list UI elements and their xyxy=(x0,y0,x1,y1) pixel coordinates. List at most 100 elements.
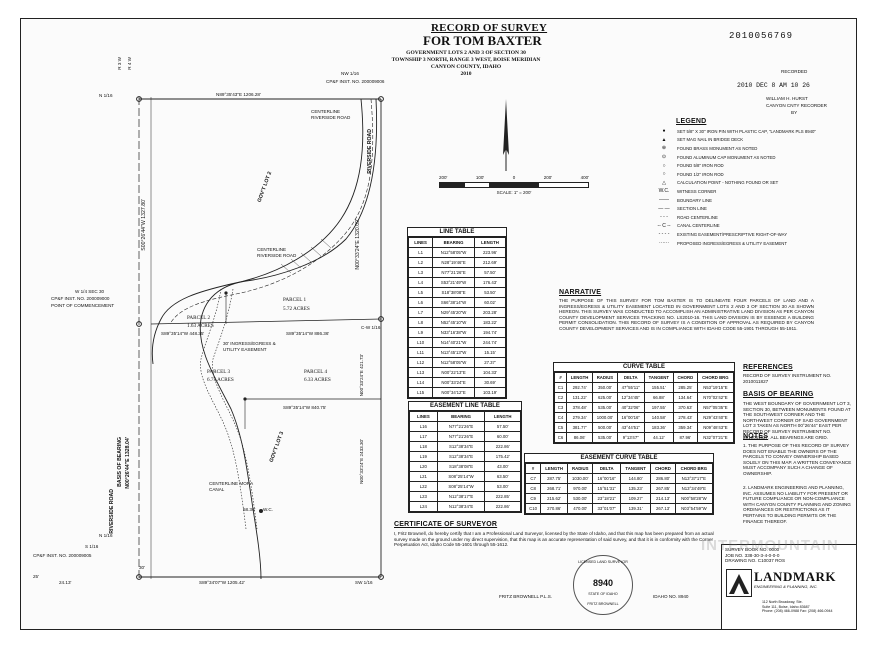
bottom-bearing: S89°34'07"W 1205.42' xyxy=(199,580,245,585)
table-cell: L12 xyxy=(407,357,434,368)
table-cell: 183.22' xyxy=(473,317,507,328)
legend-text: CANAL CENTERLINE xyxy=(677,223,720,229)
table-cell: L15 xyxy=(407,387,434,398)
table-header-cell: LENGTH xyxy=(484,411,521,422)
table-cell: 57.50' xyxy=(484,421,521,432)
table-cell: 139.31' xyxy=(620,503,652,514)
sub-line2: TOWNSHIP 3 NORTH, RANGE 3 WEST, BOISE ME… xyxy=(391,57,541,63)
table-header-cell: LENGTH xyxy=(566,372,594,383)
title-line1: RECORD OF SURVEY xyxy=(431,22,548,34)
seal-top: LICENSED LAND SURVEYOR xyxy=(578,560,628,564)
table-cell: 63.50' xyxy=(484,471,521,482)
parcel2-acres: 1.63 ACRES xyxy=(187,323,214,329)
riverside-road-bottom: RIVERSIDE ROAD xyxy=(109,489,115,534)
n16-bottom: N 1/16 xyxy=(99,533,113,538)
basis-bearing-vertical: N00°26'44"E 1328.04' xyxy=(125,437,131,489)
table-cell: L6 xyxy=(407,297,434,308)
table-cell: L17 xyxy=(409,431,438,442)
seal-state: STATE OF IDAHO xyxy=(588,592,618,596)
table-header-cell: # xyxy=(553,372,568,383)
table-header-cell: DELTA xyxy=(592,463,622,474)
wc-label: W.C. xyxy=(263,507,273,512)
table-cell: 23°18'21" xyxy=(592,493,622,504)
notes-title: NOTES xyxy=(743,433,769,440)
table-cell: 140.58' xyxy=(643,412,674,423)
table-header-cell: LENGTH xyxy=(473,237,507,248)
basis-title: BASIS OF BEARING xyxy=(743,391,814,398)
legend-text: ROAD CENTERLINE xyxy=(677,214,718,220)
parcel3-acres: 6.75 ACRES xyxy=(207,377,234,383)
table-cell: S18°38'08"E xyxy=(432,287,475,298)
company-name: LANDMARK xyxy=(754,569,836,584)
legend-symbol-icon: ▲ xyxy=(661,136,667,143)
table-cell: L10 xyxy=(407,337,434,348)
table-cell: 470.00' xyxy=(567,503,594,514)
legend-item: - - - ROAD CENTERLINE xyxy=(651,213,851,222)
table-cell: C8 xyxy=(524,483,542,494)
narrative-text: THE PURPOSE OF THIS SURVEY FOR TOM BAXTE… xyxy=(559,298,814,331)
table-cell: 175.42' xyxy=(484,451,521,462)
title-block: SURVEY BOOK NO. 0000 JOB NO. 338-30-3-4-… xyxy=(721,544,856,629)
table-cell: S08°25'14"W xyxy=(436,481,486,492)
easement-curve-table-title: EASEMENT CURVE TABLE xyxy=(525,454,713,463)
table-cell: 155.51' xyxy=(643,382,674,393)
table-cell: N13°45'13"W xyxy=(432,347,475,358)
legend-item: W.C.WITNESS CORNER xyxy=(651,187,851,196)
table-cell: 197.55' xyxy=(643,402,674,413)
legend-symbol-icon: - - - - xyxy=(658,231,670,238)
legend-text: EXISTING EASEMENT/PRESCRIPTIVE RIGHT-OF-… xyxy=(677,231,788,237)
n16-top: N 1/16 xyxy=(99,93,113,98)
table-cell: S18°38'08"E xyxy=(436,461,486,472)
north-arrow-icon xyxy=(503,99,509,171)
table-cell: N13°37'17"E xyxy=(674,473,714,484)
table-header-cell: DELTA xyxy=(616,372,645,383)
references-text: RECORD OF SURVEY INSTRUMENT NO. 20100118… xyxy=(743,373,832,384)
easement-label: 30' INGRESS/EGRESS & UTILITY EASEMENT xyxy=(223,341,276,352)
seal-bottom: FRITZ BROWNELL xyxy=(587,602,619,606)
legend-text: FOUND 5/8" IRON ROD xyxy=(677,163,724,169)
table-cell: 109.27' xyxy=(620,493,652,504)
basis-text: THE WEST BOUNDARY OF GOVERNMENT LOT 3, S… xyxy=(743,401,851,440)
table-cell: 970.00' xyxy=(567,483,594,494)
east-bearing2: N00°33'24"E 2433.30' xyxy=(359,439,364,484)
legend-symbol-icon: - - - xyxy=(660,214,668,221)
scale-tick: 200' xyxy=(439,175,448,180)
wc-distance: 58.36' xyxy=(243,507,256,512)
sw16-label: SW 1/16 xyxy=(355,580,373,585)
nw16: NW 1/16 xyxy=(341,71,359,76)
survey-book: SURVEY BOOK NO. 0000 xyxy=(725,547,780,552)
cw16-label: C-W 1/16 xyxy=(361,325,381,330)
west-line-bearing: S00°26'44"W 1327.80' xyxy=(141,199,147,251)
certificate-text: I, Fritz Brownell, do hereby certify tha… xyxy=(394,531,714,548)
recorder-name: WILLIAM H. HURST xyxy=(766,96,808,101)
sub-line4: 2010 xyxy=(460,71,472,77)
table-cell: N32°07'21"E xyxy=(696,432,735,443)
table-header-cell: BEARING xyxy=(432,237,475,248)
table-cell: N00°22'13"E xyxy=(432,367,475,378)
table-header-cell: LINES xyxy=(409,411,438,422)
table-cell: 287.75' xyxy=(540,473,569,484)
note-1: 1. THE PURPOSE OF THIS RECORD OF SURVEY … xyxy=(743,443,852,476)
landmark-logo-icon xyxy=(726,569,752,597)
legend-item: ——BOUNDARY LINE xyxy=(651,196,851,205)
sub-line3: CANYON COUNTY, IDAHO xyxy=(430,64,502,70)
table-header-cell: LENGTH xyxy=(540,463,569,474)
table-cell: 66.88' xyxy=(643,392,674,403)
legend-symbol-icon: ⊕ xyxy=(661,145,667,152)
table-cell: C9 xyxy=(524,493,542,504)
table-cell: L18 xyxy=(409,441,438,452)
table-header-cell: CHORD xyxy=(672,372,698,383)
legend-item: ······PROPOSED INGRESS/EGRESS & UTILITY … xyxy=(651,239,851,248)
parcel4-acres: 6.33 ACRES xyxy=(304,377,331,383)
